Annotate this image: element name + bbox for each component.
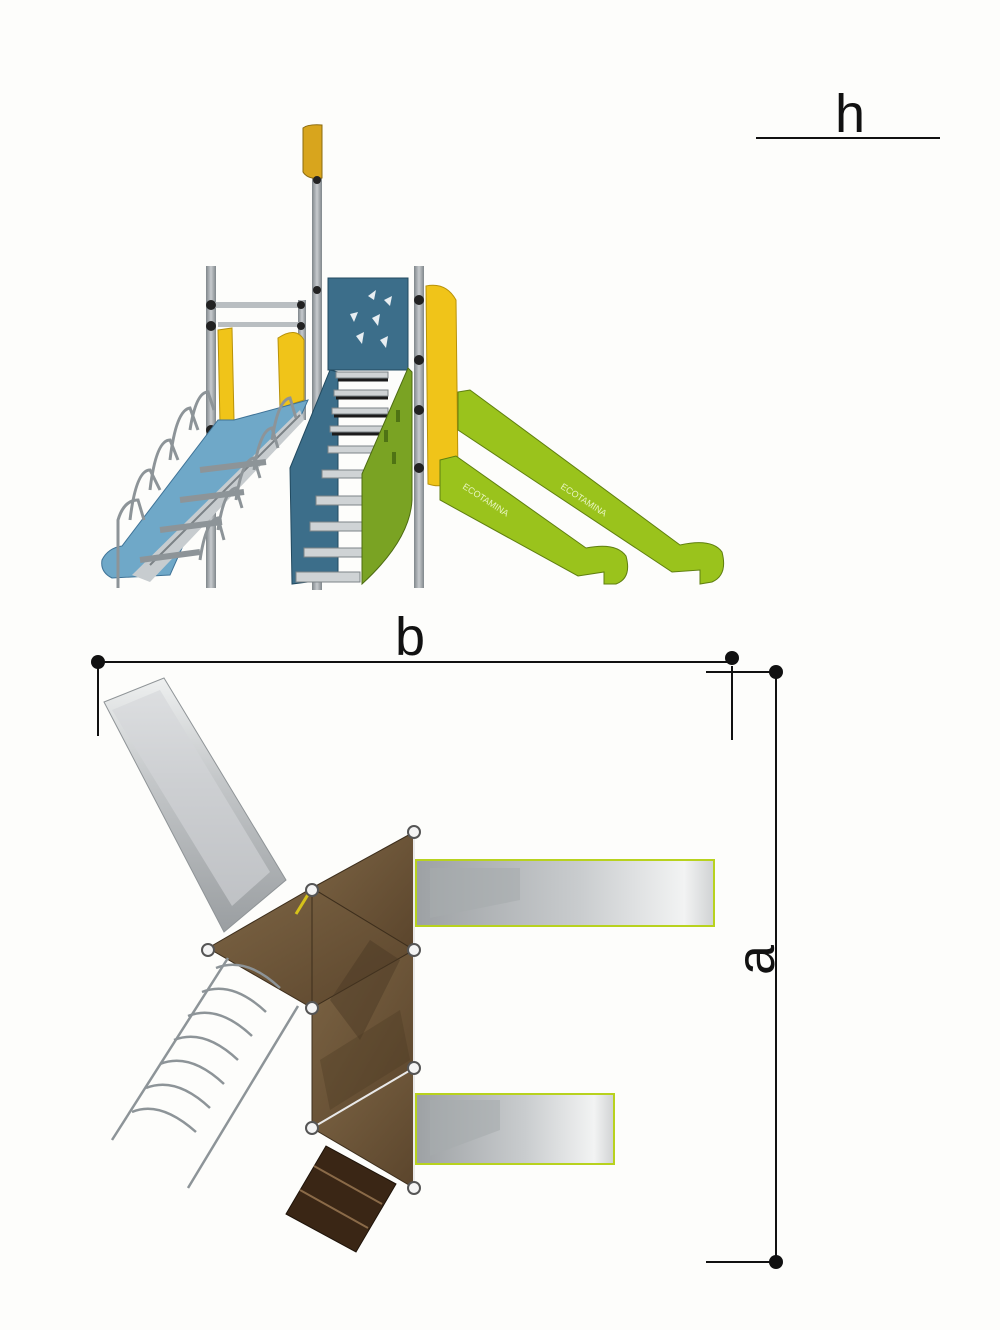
yellow-panel-left bbox=[217, 327, 235, 425]
post-right bbox=[414, 266, 424, 588]
depth-label: a bbox=[726, 944, 786, 975]
yellow-panel-slides bbox=[425, 284, 459, 487]
ladder-slide-left bbox=[101, 399, 309, 579]
flag bbox=[302, 124, 323, 179]
yellow-panel-right bbox=[277, 332, 305, 409]
height-dimension: h bbox=[756, 84, 940, 144]
green-slide-lower bbox=[439, 455, 629, 585]
green-slide-upper bbox=[457, 389, 725, 585]
plan-stairs bbox=[285, 1145, 397, 1253]
width-dimension: b bbox=[91, 607, 739, 740]
depth-dimension: a bbox=[706, 665, 786, 1269]
width-label: b bbox=[395, 607, 425, 667]
plan-posts bbox=[201, 825, 421, 1195]
flag-pole bbox=[312, 140, 322, 590]
plan-ladder bbox=[110, 957, 300, 1189]
green-stair-panel bbox=[361, 367, 413, 586]
height-label: h bbox=[835, 84, 865, 144]
blue-climbing-wall bbox=[327, 277, 409, 371]
plan-view bbox=[103, 677, 715, 1253]
elevation-view: ECOTAMINA ECOTAMINA bbox=[101, 124, 725, 590]
